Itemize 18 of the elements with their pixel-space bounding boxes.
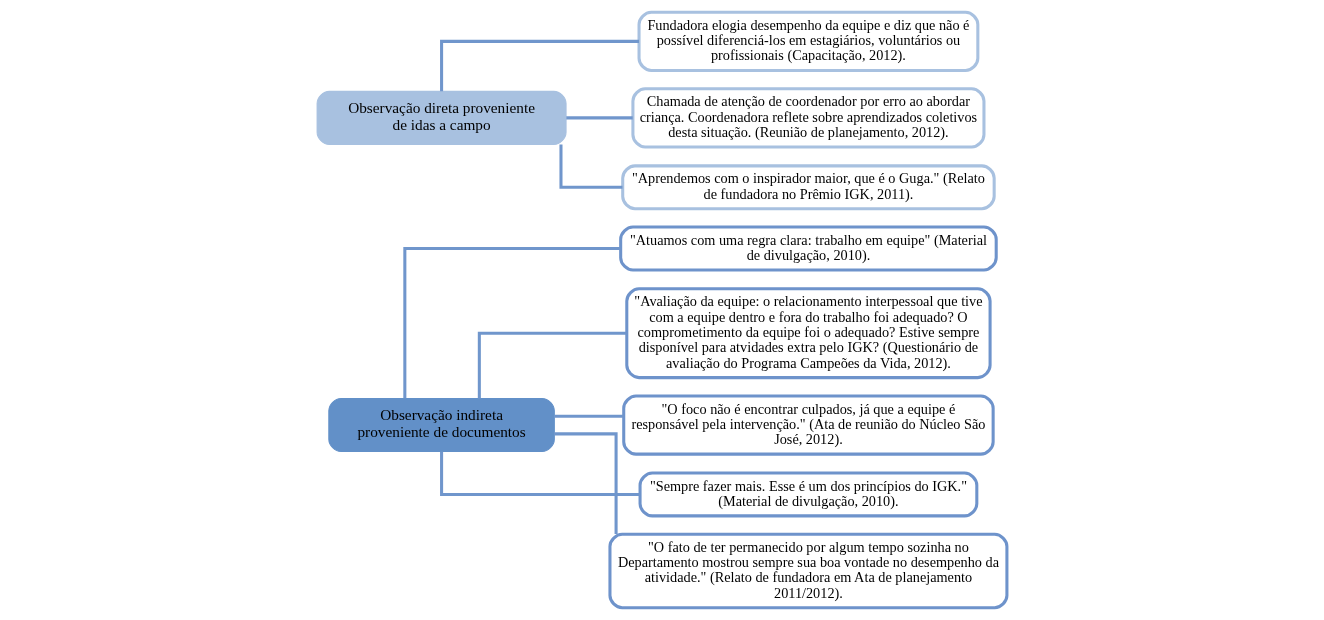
node-box: "Sempre fazer mais. Esse é um dos princípios do IGK." (Material de divulgação, 2010). xyxy=(638,471,979,518)
node-box: Observação indireta proveniente de documentos xyxy=(328,398,555,453)
node-box: "Avaliação da equipe: o relacionamento interpessoal que tive com a equipe dentro e fora do trabalho foi adequado? O comprometimento da equipe foi o adequado? Estive sempre disponível para atvidades extra pelo IGK? (Questionário de avaliação do Programa Campeões da Vida, 2012). xyxy=(625,287,992,380)
node-box: "O foco não é encontrar culpados, já que a equipe é responsável pela intervenção." (Ata de reunião do Núcleo São José, 2012). xyxy=(622,394,995,456)
node-box: Observação direta proveniente de idas a campo xyxy=(316,90,567,145)
connector xyxy=(477,331,627,399)
connector xyxy=(403,247,621,399)
node-box: "Aprendemos com o inspirador maior, que é o Guga." (Relato de fundadora no Prêmio IGK, 2011). xyxy=(621,164,996,211)
node-box: Fundadora elogia desempenho da equipe e diz que não é possível diferenciá-los em estagiários, voluntários ou profissionais (Capacitação, 2012). xyxy=(637,10,980,72)
node-box: "Atuamos com uma regra clara: trabalho em equipe" (Material de divulgação, 2010). xyxy=(619,225,998,272)
connector xyxy=(440,451,641,496)
connector xyxy=(554,414,624,418)
node-box: Chamada de atenção de coordenador por erro ao abordar criança. Coordenadora reflete sobre aprendizados coletivos desta situação. (Reunião de planejamento, 2012). xyxy=(631,87,986,149)
connector xyxy=(559,144,623,189)
connector xyxy=(440,39,639,92)
connector xyxy=(554,432,618,534)
connector xyxy=(566,116,633,120)
node-box: "O fato de ter permanecido por algum tempo sozinha no Departamento mostrou sempre sua boa vontade no desempenho da atividade." (Relato de fundadora em Ata de planejamento 2011/2012). xyxy=(608,532,1009,610)
